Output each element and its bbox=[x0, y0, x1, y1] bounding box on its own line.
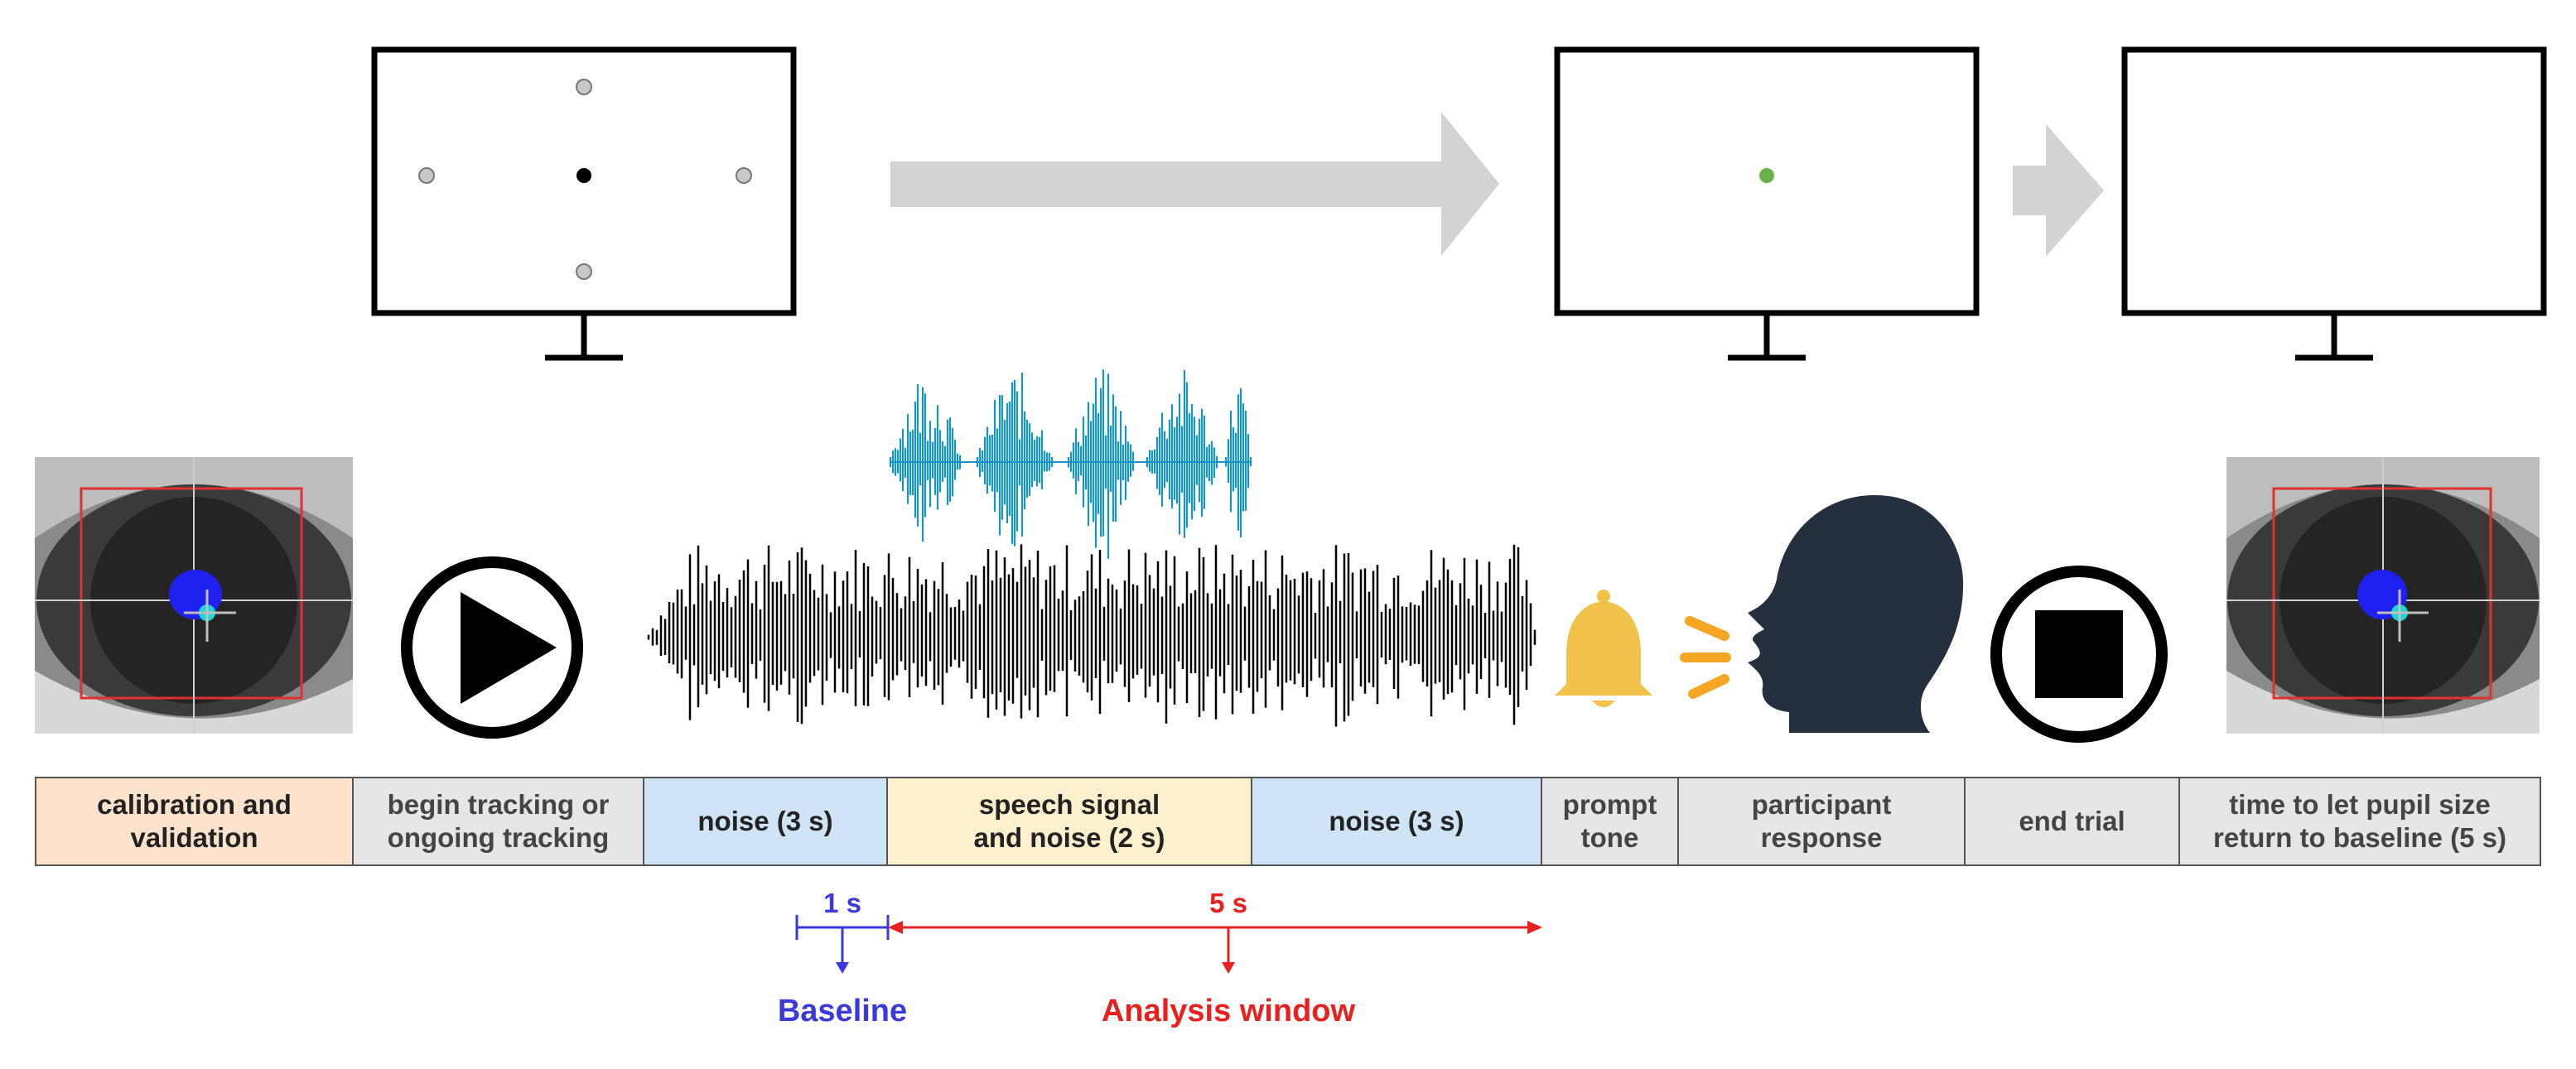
progress-arrow-small bbox=[2013, 124, 2104, 257]
analysis-window-arrow bbox=[888, 921, 1542, 974]
recovery-phase: time to let pupil size return to baselin… bbox=[2180, 777, 2541, 866]
calibration-dot-top bbox=[576, 79, 592, 95]
speech-phase: speech signal and noise (2 s) bbox=[888, 777, 1252, 866]
fixation-target-dot bbox=[1759, 168, 1774, 183]
recovery-phase-label: time to let pupil size return to baselin… bbox=[2213, 789, 2506, 853]
end-trial-phase: end trial bbox=[1966, 777, 2180, 866]
calibration-dot-center bbox=[576, 168, 591, 183]
noise-post-phase: noise (3 s) bbox=[1252, 777, 1542, 866]
tracking-phase: begin tracking or ongoing tracking bbox=[354, 777, 644, 866]
noise-waveform bbox=[647, 544, 1536, 727]
fixation-monitor bbox=[1554, 46, 1980, 361]
stop-icon bbox=[1990, 566, 2168, 743]
prompt-tone-phase: prompt tone bbox=[1542, 777, 1679, 866]
calibration-phase-label: calibration and validation bbox=[97, 789, 292, 853]
calibration-monitor bbox=[371, 46, 797, 361]
noise-post-phase-label: noise (3 s) bbox=[1329, 806, 1464, 836]
eye-tracking-icon bbox=[35, 457, 353, 734]
speech-phase-label: speech signal and noise (2 s) bbox=[973, 789, 1165, 853]
response-phase: participant response bbox=[1679, 777, 1966, 866]
speech-waveform bbox=[889, 369, 1252, 559]
baseline-label: Baseline bbox=[777, 994, 908, 1028]
analysis-window-label: Analysis window bbox=[1101, 994, 1356, 1028]
response-phase-label: participant response bbox=[1751, 789, 1892, 853]
sound-lines-icon bbox=[1680, 616, 1731, 699]
noise-pre-phase: noise (3 s) bbox=[644, 777, 888, 866]
calibration-phase: calibration and validation bbox=[35, 777, 354, 866]
end-trial-phase-label: end trial bbox=[2019, 806, 2125, 836]
prompt-tone-phase-label: prompt tone bbox=[1562, 789, 1657, 853]
speaking-head-icon bbox=[1748, 494, 1964, 733]
progress-arrow-large bbox=[890, 112, 1499, 256]
play-icon bbox=[401, 556, 583, 739]
noise-pre-phase-label: noise (3 s) bbox=[697, 806, 833, 836]
baseline-duration-label: 1 s bbox=[823, 888, 861, 918]
blank-monitor bbox=[2121, 46, 2547, 361]
calibration-dot-right bbox=[736, 167, 752, 184]
tracking-phase-label: begin tracking or ongoing tracking bbox=[387, 789, 610, 853]
bell-icon bbox=[1555, 590, 1652, 707]
baseline-bracket bbox=[795, 915, 890, 974]
analysis-duration-label: 5 s bbox=[1209, 888, 1247, 918]
calibration-dot-bottom bbox=[576, 263, 592, 280]
calibration-dot-left bbox=[418, 167, 435, 184]
eye-tracking-icon-right bbox=[2226, 457, 2540, 734]
